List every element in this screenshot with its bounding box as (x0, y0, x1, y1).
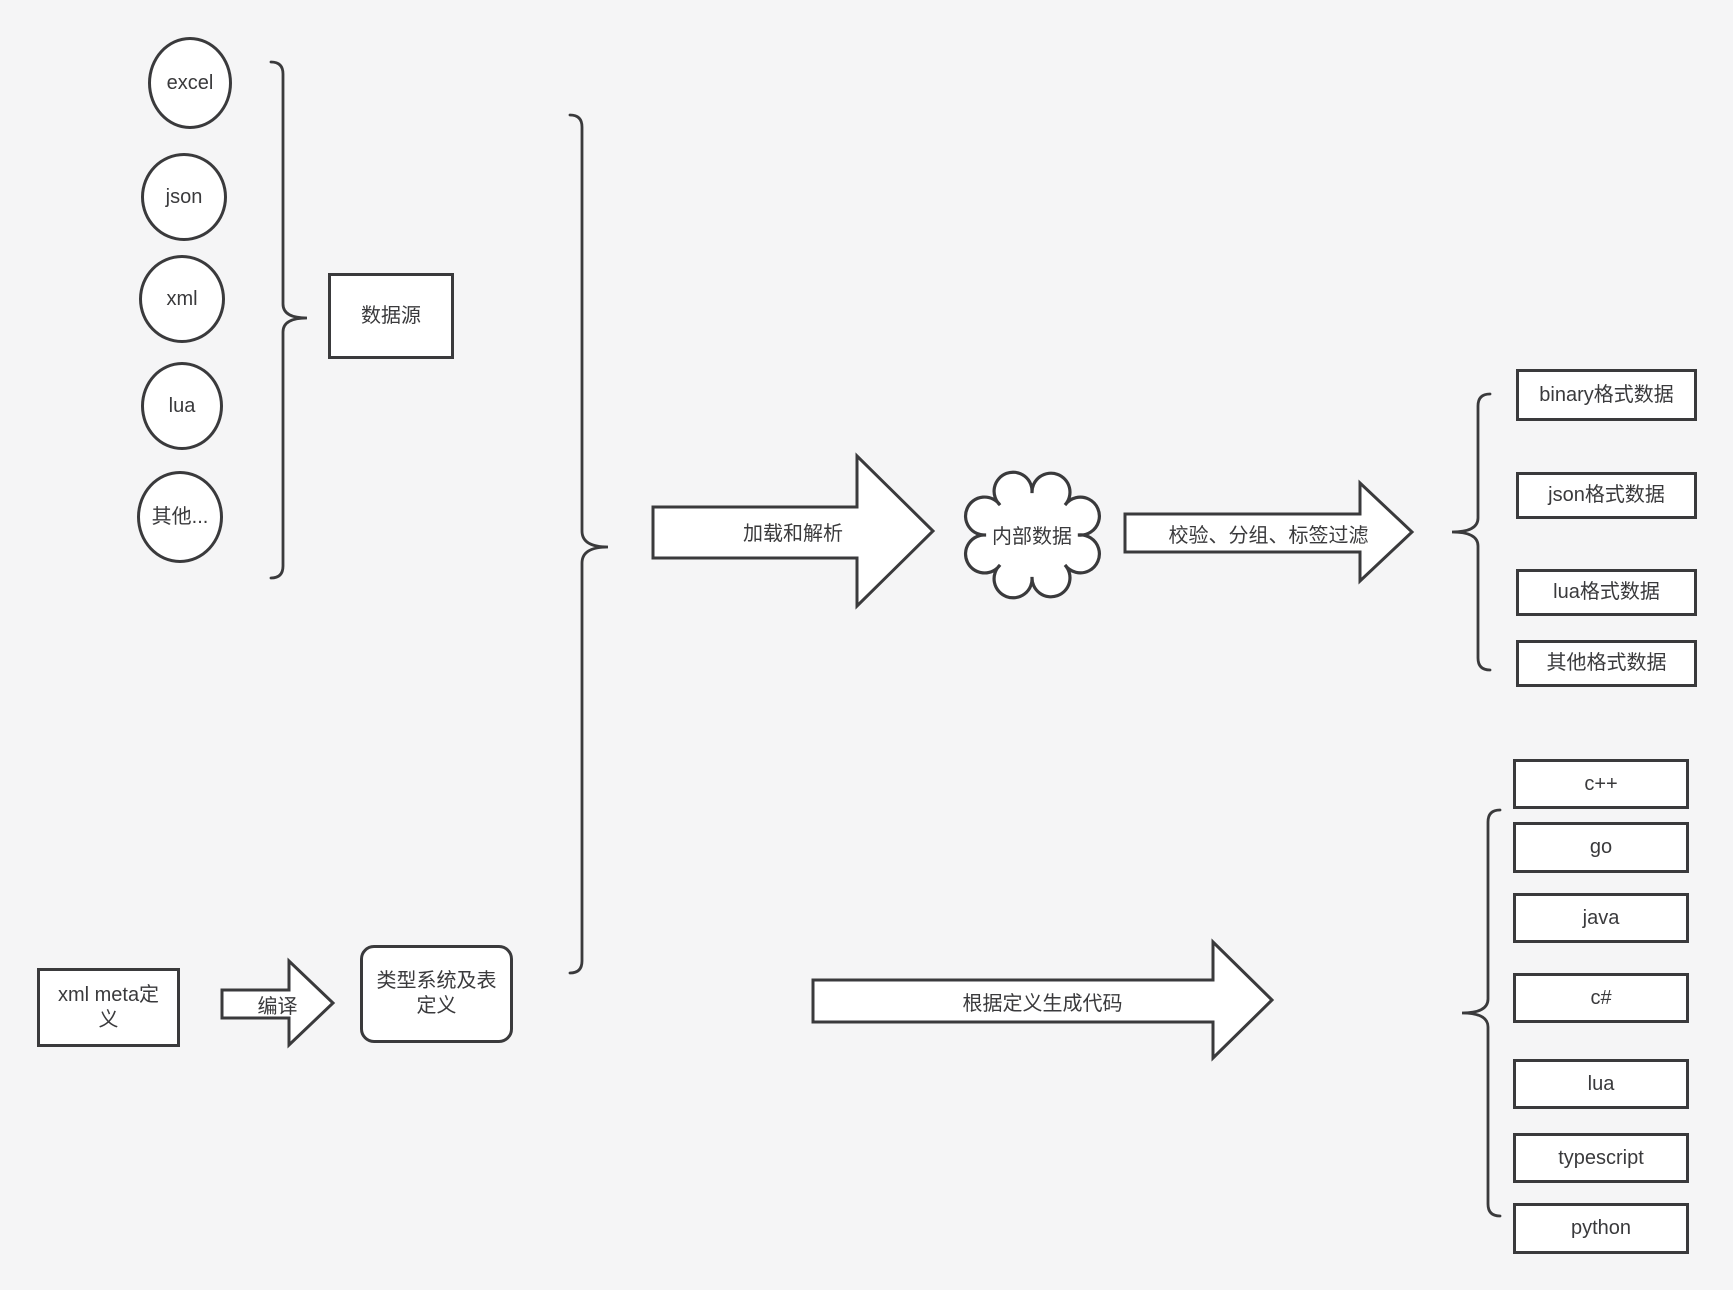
language-box-python: python (1513, 1203, 1689, 1254)
language-box-go: go (1513, 822, 1689, 873)
load-parse-arrow (651, 452, 936, 610)
language-box-lua: lua (1513, 1059, 1689, 1109)
language-box-csharp: c# (1513, 973, 1689, 1023)
language-box-cpp: c++ (1513, 759, 1689, 809)
data-sources-brace (269, 60, 308, 580)
pipeline-input-brace (568, 113, 609, 975)
format-box-binary: binary格式数据 (1516, 369, 1697, 421)
format-box-lua: lua格式数据 (1516, 569, 1697, 616)
languages-brace (1461, 808, 1502, 1218)
xml-meta-box: xml meta定义 (37, 968, 180, 1047)
source-ellipse-json: json (141, 153, 227, 241)
source-ellipse-other: 其他... (137, 471, 223, 563)
compile-arrow-label: 编译 (257, 995, 298, 1018)
format-box-json: json格式数据 (1516, 472, 1697, 519)
source-ellipse-xml: xml (139, 255, 225, 343)
internal-data-cloud-label: 内部数据 (992, 525, 1072, 548)
format-box-other: 其他格式数据 (1516, 640, 1697, 687)
language-box-java: java (1513, 893, 1689, 943)
filter-arrow (1123, 479, 1415, 585)
internal-data-cloud (963, 470, 1101, 600)
codegen-arrow (811, 938, 1275, 1062)
codegen-arrow-label: 根据定义生成代码 (962, 992, 1123, 1015)
output-formats-brace (1451, 392, 1492, 672)
type-system-box: 类型系统及表定义 (360, 945, 513, 1043)
language-box-typescript: typescript (1513, 1133, 1689, 1183)
source-ellipse-lua: lua (141, 362, 223, 450)
data-source-group-box: 数据源 (328, 273, 454, 359)
compile-arrow (220, 957, 336, 1049)
load-parse-arrow-label: 加载和解析 (743, 522, 843, 545)
source-ellipse-excel: excel (148, 37, 232, 129)
filter-arrow-label: 校验、分组、标签过滤 (1168, 524, 1369, 547)
